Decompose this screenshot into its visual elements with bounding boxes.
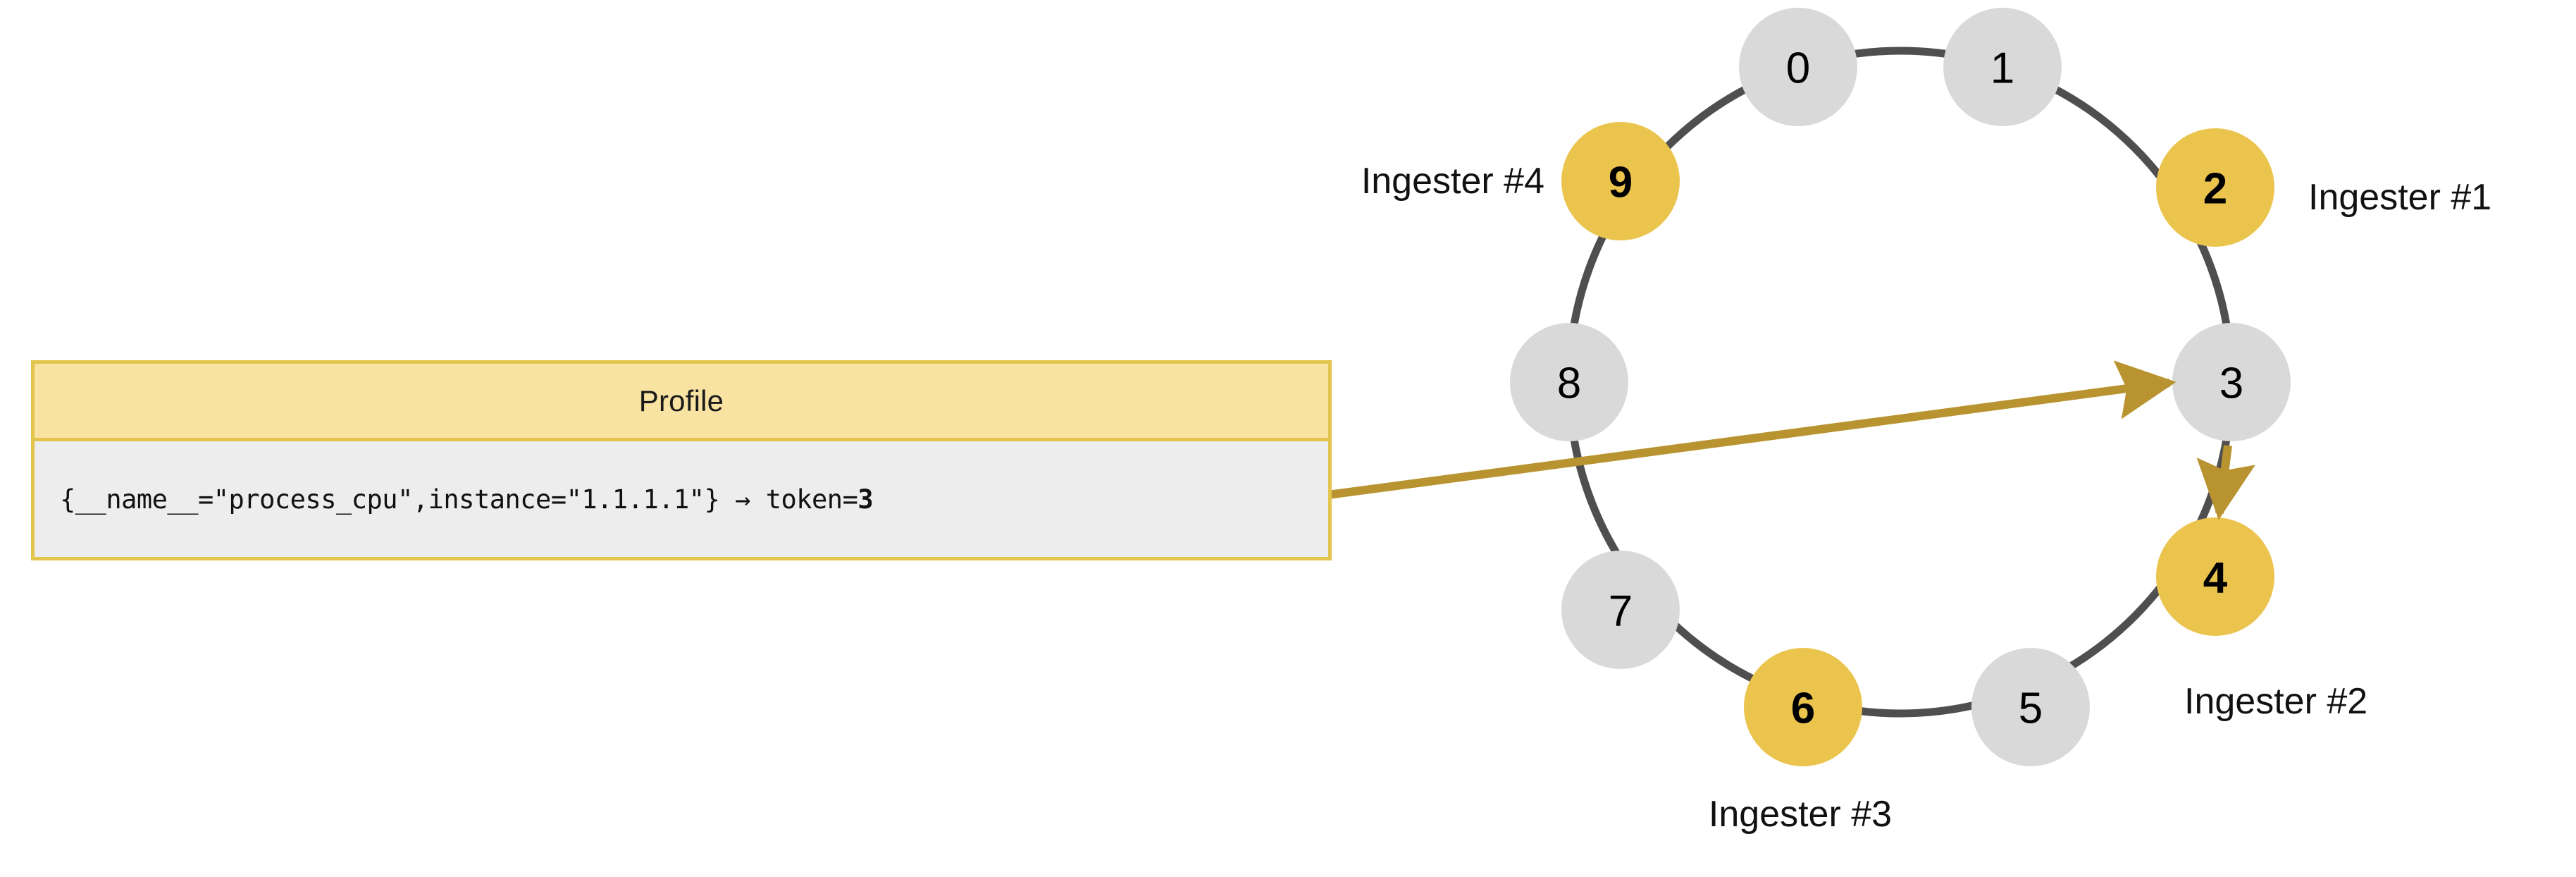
ring-node-1[interactable]: 1 <box>1943 8 2062 126</box>
ring-node-token-label: 3 <box>2219 360 2243 408</box>
ring-node-token-label: 0 <box>1786 44 1810 93</box>
ring-node-token-label: 8 <box>1557 360 1581 408</box>
ring-node-4[interactable]: 4 <box>2156 517 2274 636</box>
profile-series-labels: {__name__="process_cpu",instance="1.1.1.… <box>60 484 858 515</box>
ring-node-circle <box>1561 551 1680 669</box>
ingester-3-label: Ingester #3 <box>1709 794 1892 835</box>
ring-node-circle <box>2156 517 2274 636</box>
profile-series-expression: {__name__="process_cpu",instance="1.1.1.… <box>60 484 874 515</box>
ring-node-token-label: 4 <box>2203 554 2228 603</box>
ring-node-6[interactable]: 6 <box>1744 648 1862 766</box>
ring-node-circle <box>1739 8 1857 126</box>
ingester-2-label: Ingester #2 <box>2184 681 2367 722</box>
ring-node-token-label: 6 <box>1791 685 1815 733</box>
ring-node-token-label: 5 <box>2019 685 2043 733</box>
profile-card: Profile {__name__="process_cpu",instance… <box>31 360 1332 560</box>
ring-node-3[interactable]: 3 <box>2172 323 2291 441</box>
ring-node-8[interactable]: 8 <box>1510 323 1628 441</box>
profile-token-value: 3 <box>857 484 874 515</box>
ring-node-circle <box>2172 323 2291 441</box>
profile-card-header: Profile <box>35 364 1328 441</box>
ring-arrows <box>1275 360 2255 520</box>
profile-card-title: Profile <box>638 384 724 417</box>
ring-node-circle <box>2156 128 2274 247</box>
ring-node-9[interactable]: 9 <box>1561 122 1680 240</box>
profile-card-body: {__name__="process_cpu",instance="1.1.1.… <box>35 441 1328 557</box>
arrow-token-3-to-ingester-2 <box>2196 445 2255 520</box>
ring-node-7[interactable]: 7 <box>1561 551 1680 669</box>
ring-node-circle <box>1744 648 1862 766</box>
ring-node-token-label: 2 <box>2203 165 2227 214</box>
ring-node-token-label: 7 <box>1609 587 1633 636</box>
ring-node-5[interactable]: 5 <box>1971 648 2090 766</box>
ring-node-token-label: 9 <box>1609 159 1633 207</box>
ring-node-circle <box>1943 8 2062 126</box>
ring-node-2[interactable]: 2 <box>2156 128 2274 247</box>
ingester-4-label: Ingester #4 <box>1361 161 1544 202</box>
ingester-labels: Ingester #1 Ingester #2 Ingester #3 Ingeste… <box>1361 161 2491 835</box>
ring-node-token-label: 1 <box>1990 44 2014 93</box>
ring-node-circle <box>1561 122 1680 240</box>
ring-node-circle <box>1971 648 2090 766</box>
ingester-1-label: Ingester #1 <box>2308 177 2491 218</box>
ring-nodes: 0 1 2 3 4 5 6 7 8 9 <box>1510 8 2291 766</box>
ring-node-circle <box>1510 323 1628 441</box>
ring-node-0[interactable]: 0 <box>1739 8 1857 126</box>
arrow-profile-to-token-3 <box>1275 360 2176 506</box>
